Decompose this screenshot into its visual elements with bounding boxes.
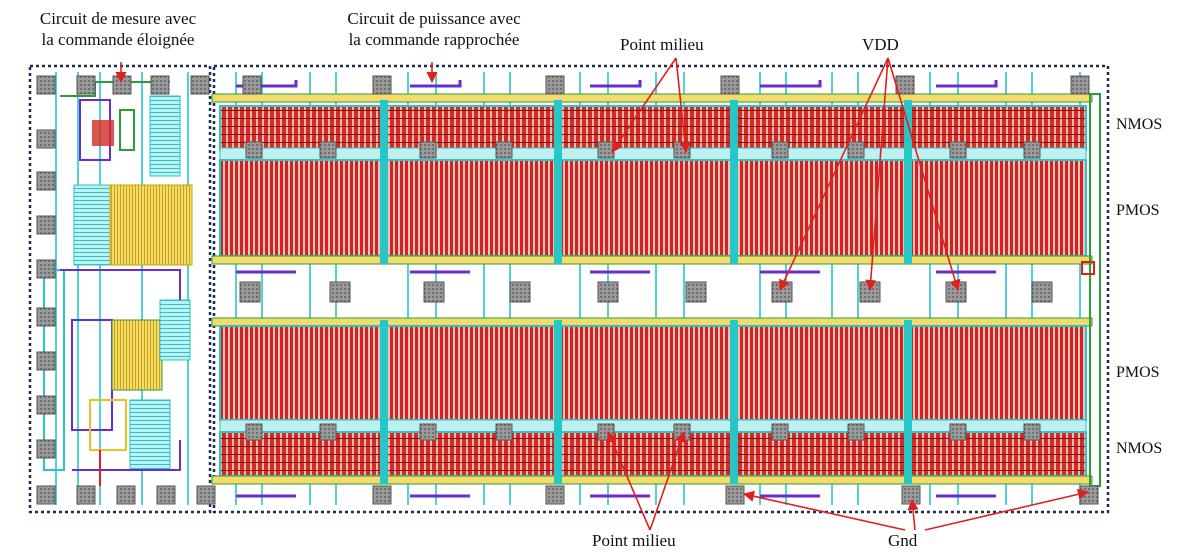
power-circuit-label-line1: Circuit de puissance avec [347, 9, 521, 28]
power-circuit-label: Circuit de puissance avec la commande ra… [304, 8, 564, 50]
annotation-arrows [115, 57, 1090, 531]
nmos-bottom-label: NMOS [1116, 440, 1163, 457]
point-milieu-bottom-label: Point milieu [592, 531, 676, 550]
power-region-border [212, 64, 1110, 514]
measure-circuit-label: Circuit de mesure avec la commande éloig… [0, 8, 236, 50]
vdd-label: VDD [862, 35, 899, 54]
pmos-top-label: PMOS [1116, 202, 1160, 219]
gnd-label: Gnd [888, 531, 918, 550]
measure-circuit [43, 81, 193, 486]
power-circuit-label-line2: la commande rapprochée [348, 30, 520, 49]
bonding-pads [36, 75, 1099, 505]
nmos-top-label: NMOS [1116, 116, 1163, 133]
measure-circuit-label-line2: la commande éloignée [41, 30, 195, 49]
measure-region-border [28, 64, 212, 514]
point-milieu-top-label: Point milieu [620, 35, 704, 54]
measure-circuit-label-line1: Circuit de mesure avec [39, 9, 197, 28]
power-array [211, 80, 1101, 498]
pmos-bottom-label: PMOS [1116, 364, 1160, 381]
